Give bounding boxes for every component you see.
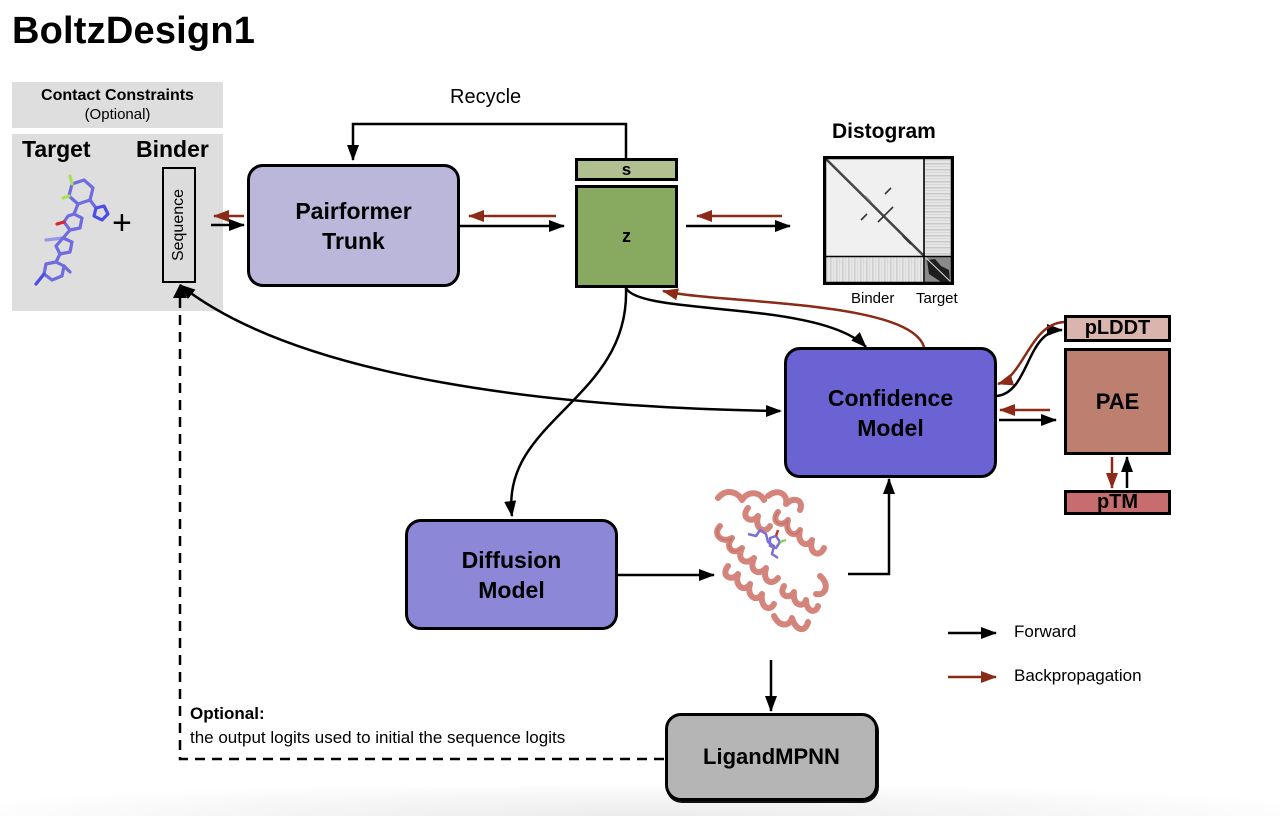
ptm-output: pTM: [1064, 490, 1171, 515]
confidence-to-sequence-arrow[interactable]: [179, 284, 781, 413]
contact-constraints-subtitle: (Optional): [84, 106, 151, 123]
page-bottom-shadow: [0, 786, 1280, 816]
binder-sequence-box: Sequence: [162, 167, 196, 283]
optional-note-title: Optional:: [190, 704, 265, 723]
page-title: BoltzDesign1: [12, 10, 256, 52]
ligandmpnn-module: LigandMPNN: [665, 713, 878, 801]
distogram-heatmap: [823, 156, 954, 285]
distogram-target-diagonal: [924, 256, 953, 284]
plus-symbol: +: [112, 204, 132, 242]
binder-label: Binder: [136, 136, 209, 162]
predicted-structure-icon: [714, 489, 829, 632]
diffusion-label-line2: Model: [478, 576, 545, 603]
pae-output: PAE: [1064, 348, 1171, 455]
pairformer-label-line1: Pairformer: [295, 197, 412, 224]
diffusion-label-line1: Diffusion: [461, 546, 562, 573]
optional-note-text: the output logits used to initial the se…: [190, 728, 566, 747]
z-to-diffusion-arrow[interactable]: [504, 287, 628, 517]
confidence-label-line2: Model: [857, 414, 924, 441]
structure-to-confidence-arrow[interactable]: [848, 478, 895, 576]
single-representation-s: s: [575, 158, 678, 181]
confidence-to-plddt-arrow[interactable]: [996, 324, 1063, 398]
target-label: Target: [22, 136, 91, 162]
ligandmpnn-to-sequence-dashed-arrow[interactable]: [178, 287, 664, 761]
distogram-target-binder-block: [825, 257, 924, 283]
legend-forward-label: Forward: [1014, 622, 1077, 641]
recycle-arrow[interactable]: [347, 122, 628, 161]
pair-representation-z: z: [575, 185, 678, 288]
diffusion-model-module: Diffusion Model: [405, 519, 618, 630]
distogram-frame: [823, 156, 954, 285]
dashed-arrowhead: [173, 284, 187, 298]
z-to-confidence-arrow[interactable]: [624, 287, 867, 348]
confidence-model-module: Confidence Model: [784, 347, 997, 478]
target-ligand-molecule-icon: [34, 174, 110, 286]
contact-constraints-title: Contact Constraints: [41, 87, 194, 104]
pairformer-label-line2: Trunk: [322, 227, 385, 254]
recycle-label: Recycle: [450, 86, 522, 108]
plddt-output: pLDDT: [1064, 315, 1171, 342]
distogram-binder-target-block: [924, 158, 952, 256]
distogram-contact-5: [902, 235, 912, 245]
distogram-contact-4: [864, 195, 872, 203]
confidence-to-z-backprop-arrow[interactable]: [662, 288, 926, 348]
distogram-contact-2: [860, 213, 868, 221]
distogram-target-label: Target: [916, 290, 958, 307]
confidence-label-line1: Confidence: [827, 384, 954, 411]
distogram-contact-1: [884, 187, 892, 195]
distogram-title: Distogram: [832, 120, 936, 143]
contact-constraints-panel: Contact Constraints (Optional): [12, 82, 223, 128]
plddt-to-confidence-backprop-arrow[interactable]: [997, 320, 1065, 386]
pairformer-trunk-module: Pairformer Trunk: [247, 164, 460, 287]
distogram-binder-label: Binder: [851, 290, 895, 307]
legend-backprop-label: Backpropagation: [1014, 666, 1142, 685]
distogram-contact-3: [877, 206, 894, 223]
